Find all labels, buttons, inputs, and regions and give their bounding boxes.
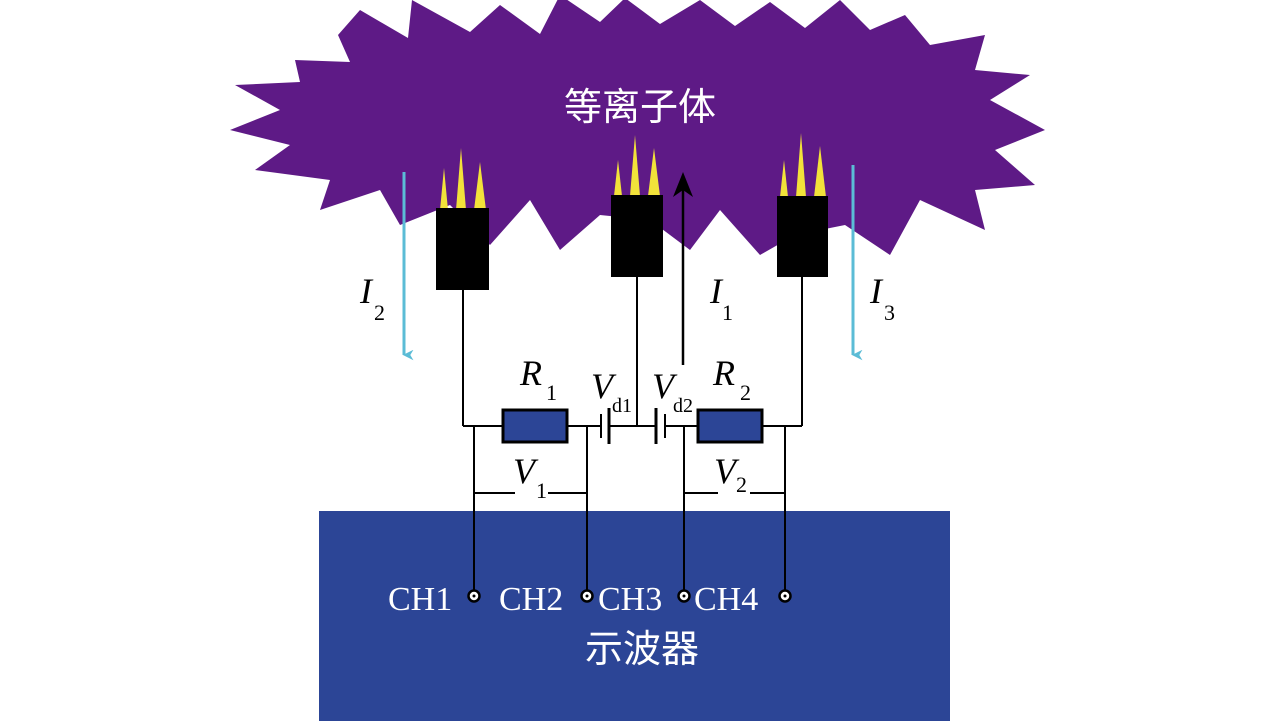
channel-label-ch3: CH3 [598,581,662,618]
resistor-sub-r2: 2 [740,380,751,405]
source-sub-vd1: d1 [612,395,632,417]
channel-label-ch2: CH2 [499,581,563,618]
circuit-wires [462,277,803,594]
oscilloscope-label: 示波器 [585,627,699,671]
resistor-label-r1: R [519,353,542,393]
terminal-ch3[interactable] [677,589,691,603]
voltage-sub-v2: 2 [736,472,747,497]
terminal-ch2[interactable] [580,589,594,603]
current-sub-i2: 2 [374,300,385,325]
resistor-r1 [501,408,569,444]
oscilloscope-panel [319,511,950,721]
resistor-sub-r1: 1 [546,380,557,405]
current-label-i1: I [709,271,724,311]
resistor-r2 [696,408,764,444]
probe-left [436,148,489,290]
channel-label-ch4: CH4 [694,581,758,618]
voltage-sub-v1: 1 [536,478,547,503]
plasma-label: 等离子体 [564,85,716,129]
current-label-i3: I [869,271,884,311]
probe-right [777,133,828,277]
current-sub-i1: 1 [722,300,733,325]
source-sub-vd2: d2 [673,395,693,417]
resistor-label-r2: R [712,353,735,393]
current-sub-i3: 3 [884,300,895,325]
probe-middle [611,135,663,277]
source-label-vd1: V [591,366,617,406]
channel-label-ch1: CH1 [388,581,452,618]
voltage-label-v1: V [513,451,539,491]
terminal-ch1[interactable] [467,589,481,603]
battery-vd2 [654,408,666,444]
terminal-ch4[interactable] [778,589,792,603]
current-label-i2: I [359,271,374,311]
current-arrow-i1-head [673,172,693,197]
voltage-label-v2: V [714,451,740,491]
source-label-vd2: V [652,366,678,406]
plasma-cloud [230,0,1045,255]
battery-vd1 [600,408,611,444]
